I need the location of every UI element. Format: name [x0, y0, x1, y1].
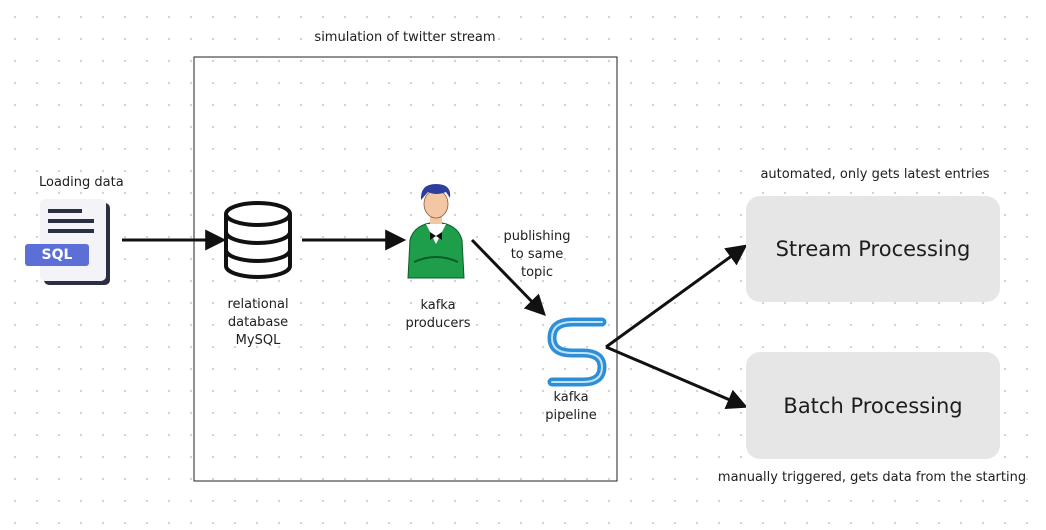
- simulation-container-frame: [193, 56, 618, 482]
- database-label: relational database MySQL: [227, 297, 289, 348]
- producers-label: kafka producers: [405, 298, 471, 331]
- sql-file-icon: [25, 199, 110, 285]
- publish-note: publishing to same topic: [503, 229, 571, 280]
- batch-processing-title: Batch Processing: [783, 393, 963, 418]
- loading-data-label: Loading data: [39, 175, 124, 190]
- batch-processing-box: Batch Processing: [746, 352, 1000, 459]
- pipeline-label: kafka pipeline: [545, 390, 597, 423]
- arrow-producers-to-pipeline: [470, 238, 546, 317]
- arrow-pipeline-to-stream: [605, 244, 748, 349]
- kafka-pipeline-icon: [547, 317, 607, 387]
- sql-badge: [25, 244, 89, 266]
- arrow-pipeline-to-batch: [605, 345, 748, 410]
- database-icon: [224, 201, 292, 279]
- batch-note: manually triggered, gets data from the s…: [717, 470, 1027, 485]
- container-title: simulation of twitter stream: [314, 30, 496, 45]
- stream-note: automated, only gets latest entries: [760, 167, 990, 182]
- stream-processing-box: Stream Processing: [746, 196, 1000, 302]
- sql-badge-label: SQL: [41, 247, 73, 263]
- kafka-producer-icon: [407, 184, 465, 279]
- stream-processing-title: Stream Processing: [775, 237, 971, 261]
